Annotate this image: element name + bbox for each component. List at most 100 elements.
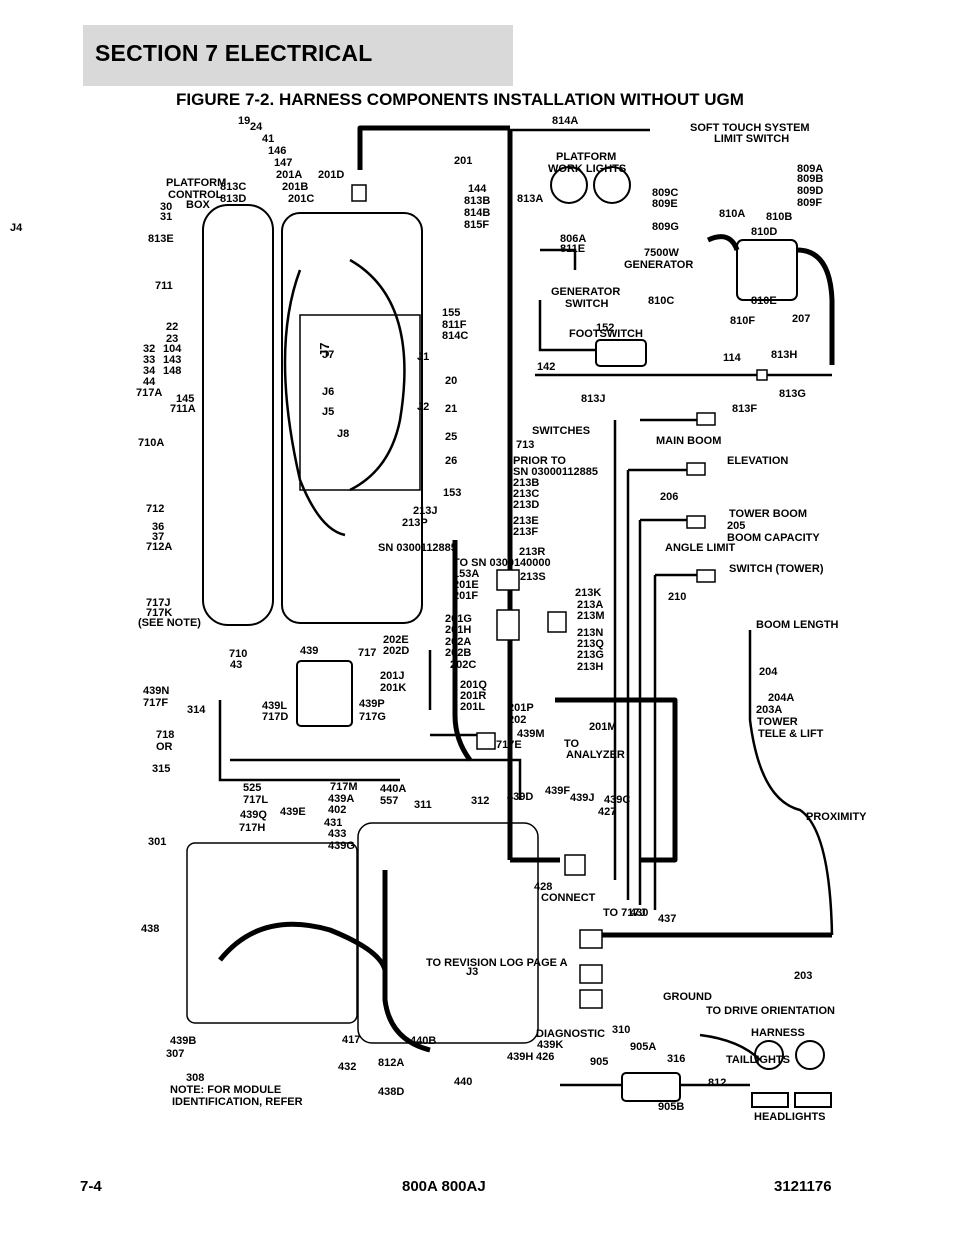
diagram-label: 202C — [450, 659, 476, 671]
connector-439c — [564, 854, 586, 876]
diagram-label: 440A — [380, 783, 406, 795]
diagram-label: 437 — [658, 913, 676, 925]
diagram-label: 153 — [443, 487, 461, 499]
diagram-label: TO 717J — [603, 907, 646, 919]
diagram-label: 202E — [383, 634, 409, 646]
diagram-label: OR — [156, 741, 173, 753]
diagram-label: 813J — [581, 393, 605, 405]
ground-control-inner — [357, 822, 539, 1044]
diagram-label: 37 — [152, 531, 164, 543]
diagram-label: TO SN 0300140000 — [453, 557, 551, 569]
diagram-label: 813A — [517, 193, 543, 205]
diagram-label: 905A — [630, 1041, 656, 1053]
diagram-label: 206 — [660, 491, 678, 503]
platform-box-outline — [281, 212, 423, 624]
diagram-label: 810D — [751, 226, 777, 238]
platform-control-box — [202, 204, 274, 626]
diagram-label: GROUND — [663, 991, 712, 1003]
diagram-label: 312 — [471, 795, 489, 807]
diagram-label: 310 — [612, 1024, 630, 1036]
diagram-label: 201A — [276, 169, 302, 181]
diagram-label: 20 — [445, 375, 457, 387]
diagram-label: 155 — [442, 307, 460, 319]
diagram-label: 439A — [328, 793, 354, 805]
diagram-label: 316 — [667, 1053, 685, 1065]
diagram-label: 25 — [445, 431, 457, 443]
diagram-label: FOOTSWITCH — [569, 328, 643, 340]
wire-platform-loop — [283, 269, 346, 537]
diagram-label: 439L — [262, 700, 287, 712]
diagram-label: 717H — [239, 822, 265, 834]
diagnostic-analyzer — [621, 1072, 681, 1102]
diagram-label: 213K — [575, 587, 601, 599]
label-j7-top: J7 — [317, 343, 332, 357]
harness-top — [357, 125, 510, 170]
wire-210 — [638, 518, 690, 905]
diagram-label: 810C — [648, 295, 674, 307]
diagram-label: ANALYZER — [566, 749, 625, 761]
diagram-label: SN 03000112885 — [513, 466, 598, 478]
diagram-label: 717E — [496, 739, 522, 751]
diagram-label: 810E — [751, 295, 777, 307]
diagram-label: 213M — [577, 610, 605, 622]
generator-box — [736, 239, 798, 301]
diagram-label: 426 — [536, 1051, 554, 1063]
diagram-label: 23 — [166, 333, 178, 345]
diagram-label: 430 — [630, 907, 648, 919]
diagram-label: 207 — [792, 313, 810, 325]
connector-drive-2 — [579, 964, 603, 984]
diagram-label: 811F — [442, 319, 467, 331]
diagram-label: 813G — [779, 388, 806, 400]
diagram-label: 315 — [152, 763, 170, 775]
diagram-label: SN 0300112885 — [378, 542, 457, 554]
diagram-label: 201M — [589, 721, 617, 733]
diagram-label: TOWER BOOM — [729, 508, 807, 520]
connector-201d — [351, 184, 367, 202]
diagram-label: 438 — [141, 923, 159, 935]
diagram-label: ELEVATION — [727, 455, 788, 467]
diagram-label: TO — [564, 738, 580, 750]
wire-205 — [626, 468, 690, 900]
diagram-label: 34 — [143, 365, 156, 377]
footer-model: 800A 800AJ — [402, 1178, 486, 1195]
diagram-label: 439F — [545, 785, 570, 797]
diagram-label: 201G — [445, 613, 472, 625]
diagram-label: 301 — [148, 836, 166, 848]
diagram-label: MAIN BOOM — [656, 435, 721, 447]
diagram-label: 201R — [460, 690, 486, 702]
diagram-label: 32 — [143, 343, 155, 355]
header-band — [83, 25, 513, 86]
diagram-label: 19 — [238, 115, 250, 127]
platform-box-inner — [299, 314, 421, 491]
diagram-label: HARNESS — [751, 1027, 805, 1039]
diagram-label: 114 — [723, 352, 742, 364]
diagram-label: J6 — [322, 386, 334, 398]
diagram-label: 439E — [280, 806, 306, 818]
diagram-label: 202B — [445, 647, 471, 659]
taillight-left — [751, 1092, 789, 1108]
diagram-label: 813D — [220, 193, 246, 205]
diagram-label: 152 — [596, 322, 614, 334]
connector-analyzer — [476, 732, 496, 750]
diagram-label: TOWER — [757, 716, 798, 728]
diagram-label: 810F — [730, 315, 755, 327]
diagram-label: 202D — [383, 645, 409, 657]
diagram-label: 31 — [160, 211, 172, 223]
work-light-left — [550, 166, 588, 204]
diagram-label: 147 — [274, 157, 292, 169]
diagram-label: 213J — [413, 505, 437, 517]
diagram-label: 557 — [380, 795, 398, 807]
diagram-label: 813B — [464, 195, 490, 207]
diagram-label: 432 — [338, 1061, 356, 1073]
diagram-label: DIAGNOSTIC — [536, 1028, 605, 1040]
diagram-label: 717F — [143, 697, 168, 709]
diagram-label: 26 — [445, 455, 457, 467]
diagram-label: 813H — [771, 349, 797, 361]
diagram-label: 439P — [359, 698, 385, 710]
diagram-label: LIMIT SWITCH — [714, 133, 789, 145]
diagram-label: 718 — [156, 729, 174, 741]
diagram-label: 809E — [652, 198, 678, 210]
diagram-label: 711A — [170, 403, 196, 415]
connector-boom-length — [696, 569, 716, 583]
diagram-label: 439J — [570, 792, 594, 804]
